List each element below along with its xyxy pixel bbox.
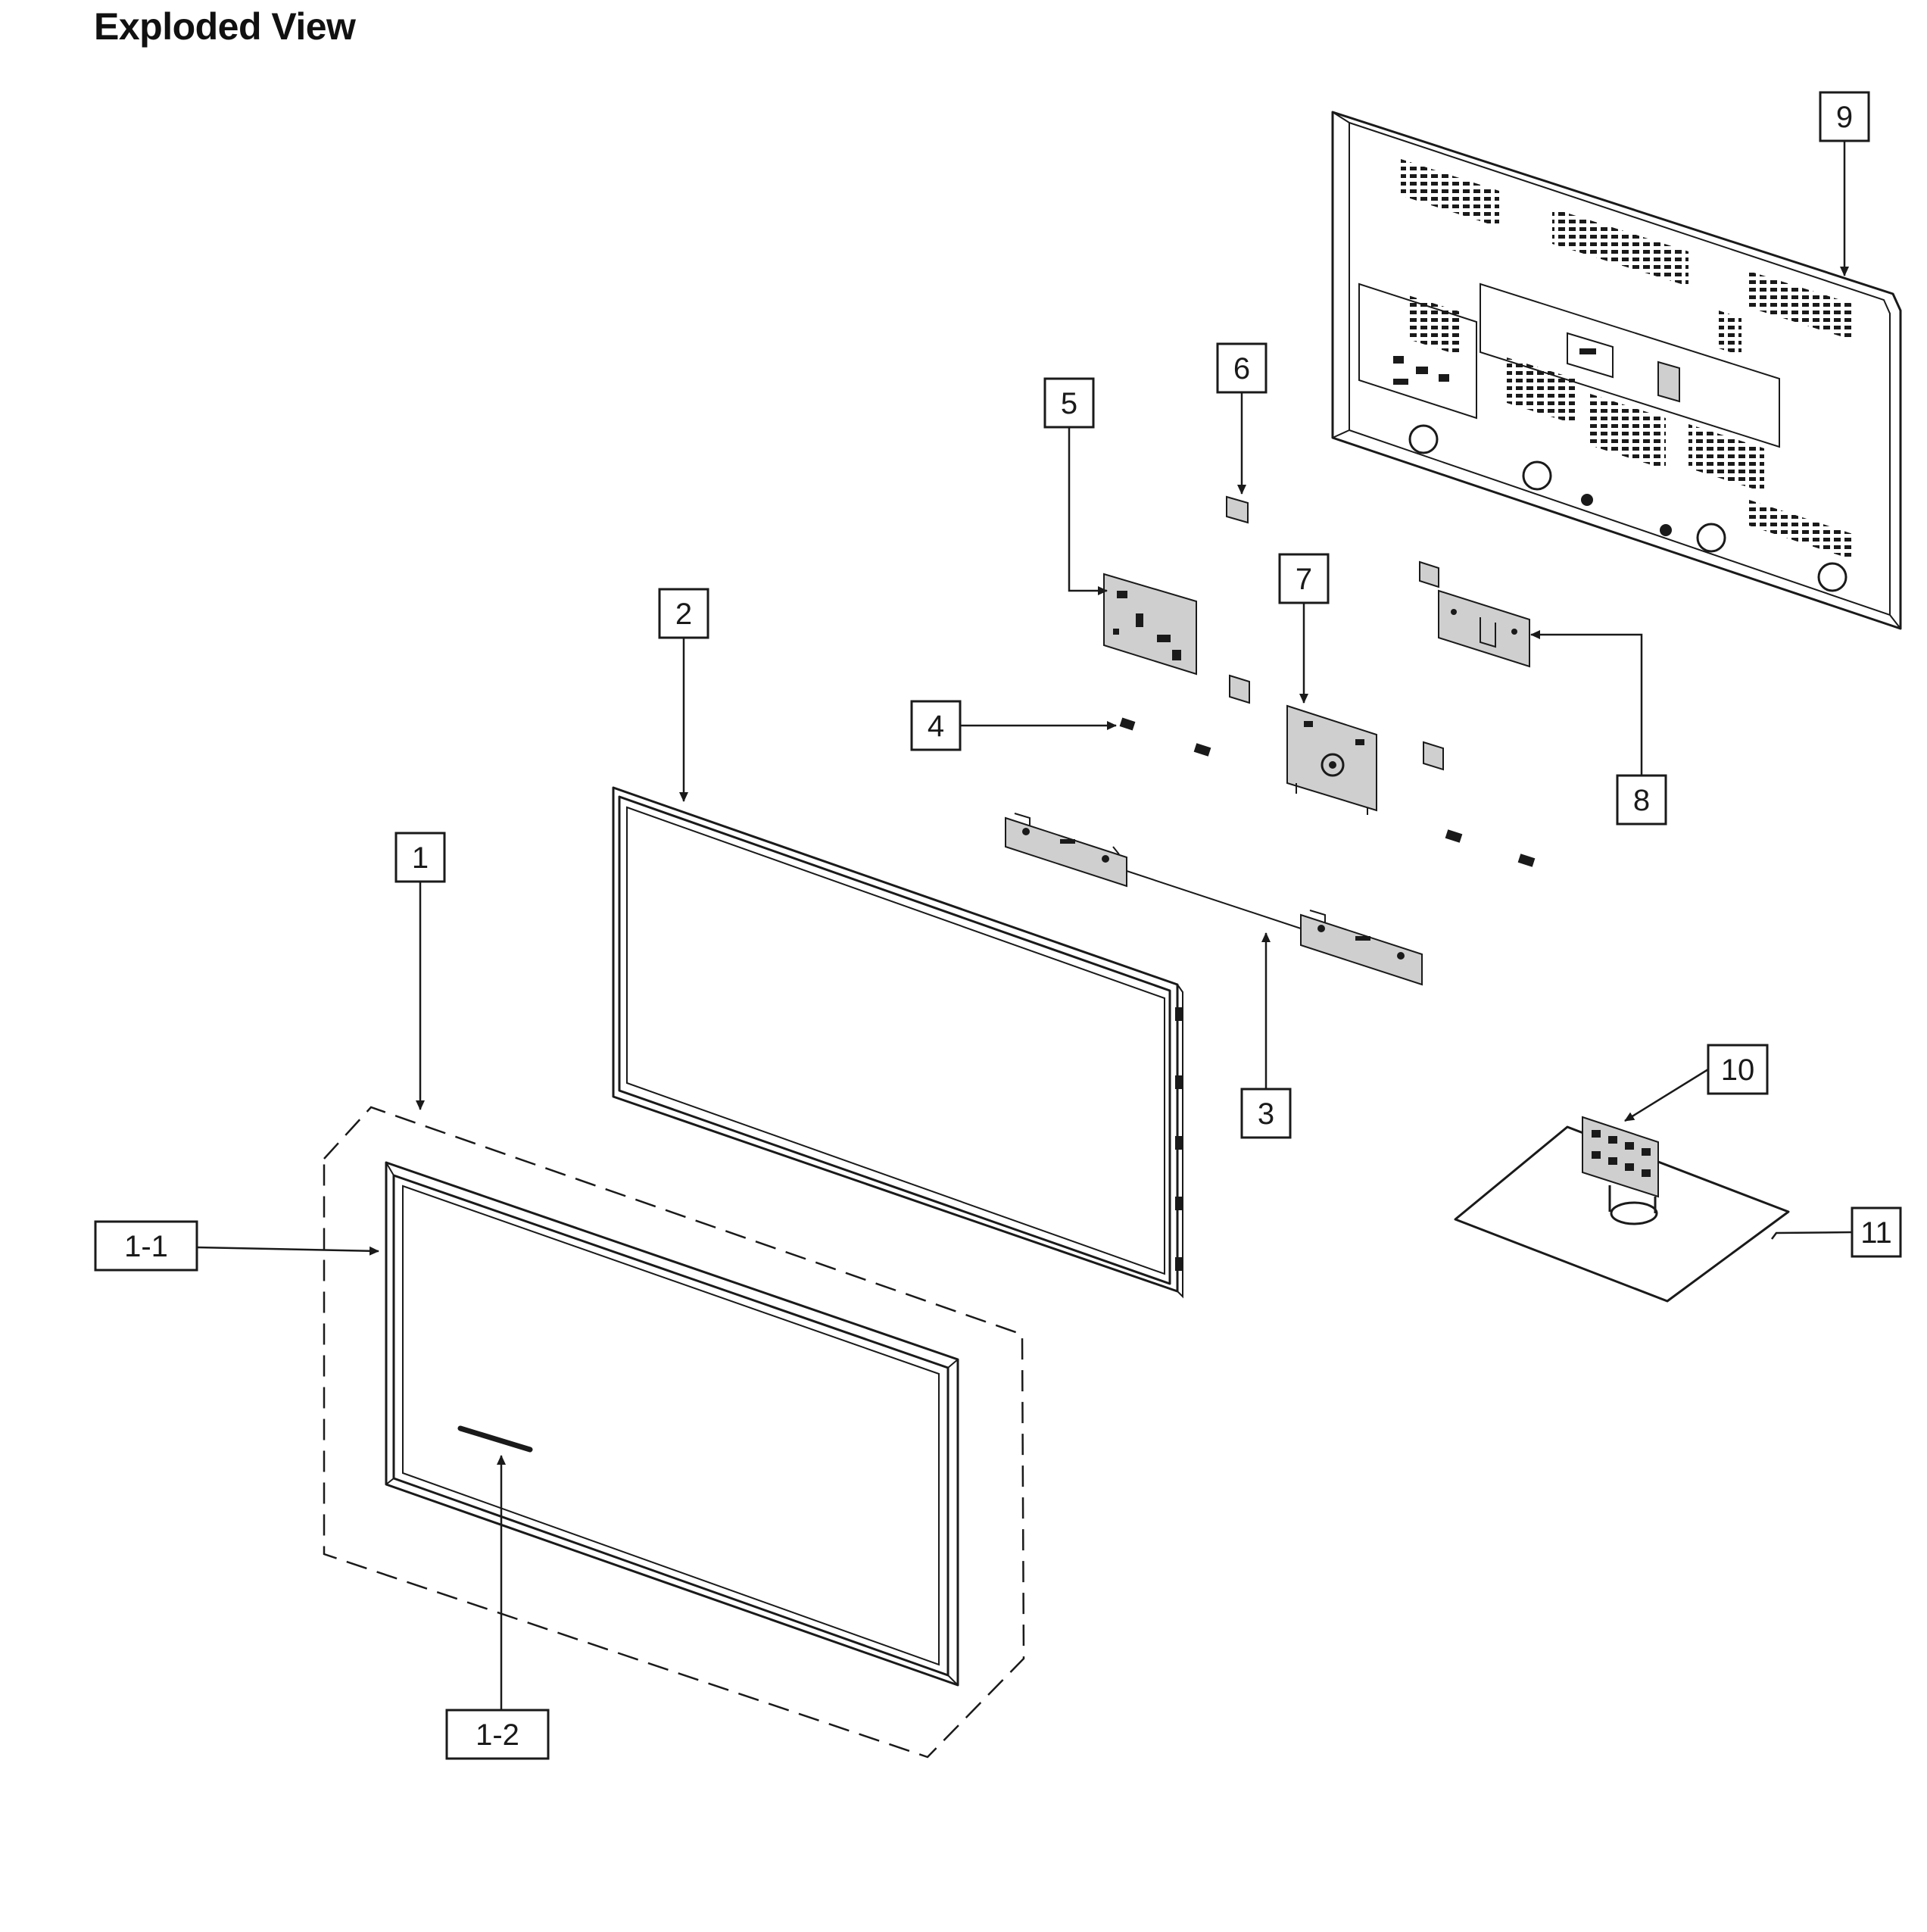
- callout-10-label: 10: [1721, 1053, 1755, 1087]
- stand-mount-holes: [1408, 424, 1847, 592]
- callout-7: 7: [1278, 553, 1330, 604]
- callout-1-label: 1: [412, 841, 429, 875]
- callout-9-label: 9: [1836, 101, 1853, 134]
- display-panel: [612, 786, 1183, 1299]
- panel-edge-clips: [1175, 1007, 1183, 1271]
- callout-2: 2: [658, 588, 709, 639]
- callout-3-label: 3: [1258, 1097, 1274, 1131]
- rear-cover-terminal-panel: [1358, 282, 1477, 420]
- leader-lines: [196, 141, 1853, 1710]
- callout-8-label: 8: [1633, 784, 1650, 817]
- callout-2-label: 2: [675, 598, 692, 631]
- stand-neck: [1582, 1116, 1659, 1213]
- callout-7-label: 7: [1296, 563, 1312, 596]
- callout-1-2: 1-2: [445, 1709, 550, 1760]
- rear-stand-holder: [1438, 589, 1530, 668]
- callout-11-label: 11: [1860, 1216, 1892, 1250]
- callout-10: 10: [1707, 1044, 1769, 1095]
- rear-cover-label: [1579, 348, 1596, 354]
- callout-6-label: 6: [1233, 352, 1250, 385]
- screws: [1119, 717, 1536, 867]
- page-title: Exploded View: [94, 5, 356, 48]
- callout-4-label: 4: [928, 710, 944, 743]
- bracket-right: [1300, 910, 1423, 986]
- bracket-link-line: [1126, 870, 1302, 929]
- callout-11: 11: [1851, 1206, 1902, 1258]
- main-board: [1103, 573, 1197, 676]
- callout-9: 9: [1819, 91, 1870, 142]
- rear-cover-vents: [1401, 159, 1855, 560]
- logo-badge: [457, 1425, 533, 1453]
- callout-1-2-label: 1-2: [476, 1718, 519, 1752]
- callout-8: 8: [1616, 774, 1667, 826]
- callout-3: 3: [1240, 1088, 1292, 1139]
- front-bezel: [385, 1161, 959, 1687]
- callout-6: 6: [1216, 342, 1268, 394]
- callout-4: 4: [910, 700, 962, 751]
- terminal-jacks: [1393, 356, 1449, 385]
- rear-cover-center-recess: [1480, 282, 1780, 448]
- holder-clips: [1226, 495, 1444, 771]
- assembly-dashed-outline: [323, 1106, 1025, 1759]
- bracket-left: [1005, 813, 1127, 888]
- callout-1-1: 1-1: [94, 1220, 198, 1272]
- rear-cover-handle: [1657, 360, 1680, 403]
- rear-cover: [1331, 111, 1902, 630]
- callout-1-1-label: 1-1: [124, 1230, 168, 1263]
- callout-5-label: 5: [1061, 387, 1077, 420]
- stand-bracket: [1286, 704, 1377, 815]
- front-bezel-assembly-group: [323, 1106, 1025, 1759]
- callout-5: 5: [1043, 377, 1095, 429]
- callout-1: 1: [394, 832, 446, 883]
- stand-base: [1454, 1125, 1790, 1303]
